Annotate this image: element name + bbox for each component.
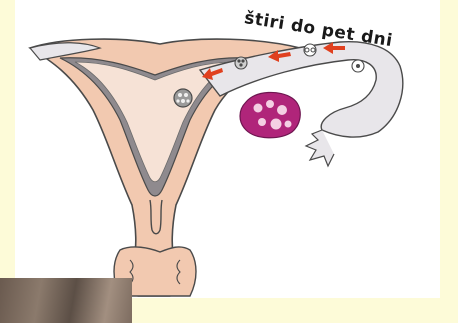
corner-photo bbox=[0, 278, 132, 323]
ovary-icon bbox=[240, 92, 300, 137]
fimbriae bbox=[306, 130, 334, 166]
blastocyst-icon bbox=[174, 89, 192, 107]
embryo-icon bbox=[304, 44, 316, 56]
morula-icon bbox=[235, 57, 247, 69]
ovum-icon bbox=[352, 60, 364, 72]
